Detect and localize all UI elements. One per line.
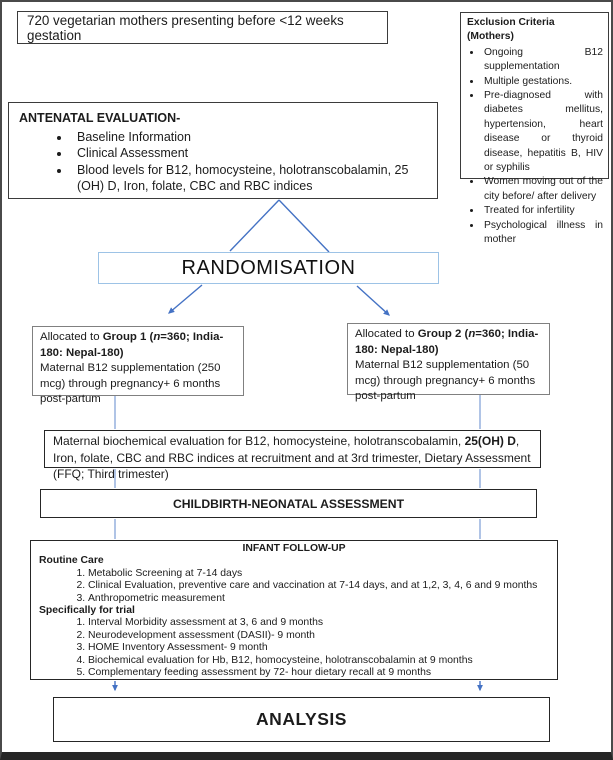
routine-care-heading: Routine Care (39, 555, 104, 567)
maternal-eval-part2: , Iron, folate, CBC and RBC indices at r… (53, 434, 531, 482)
infant-title: INFANT FOLLOW-UP (242, 543, 346, 554)
routine-care-item: Metabolic Screening at 7-14 days (88, 568, 549, 580)
maternal-evaluation-box: Maternal biochemical evaluation for B12,… (44, 430, 541, 481)
exclusion-item: Pre-diagnosed with diabetes mellitus, hy… (482, 89, 603, 175)
antenatal-evaluation-box: ANTENATAL EVALUATION- Baseline Informati… (8, 102, 438, 199)
group1-prefix: Allocated to (40, 331, 103, 343)
merge-line-left (229, 199, 280, 252)
group2-name-open: Group 2 ( (417, 328, 469, 340)
trial-specific-heading: Specifically for trial (39, 605, 135, 617)
group2-allocation-box: Allocated to Group 2 (n=360; India- 180:… (347, 323, 550, 402)
infant-followup-box: INFANT FOLLOW-UP Routine Care Metabolic … (30, 540, 558, 680)
trial-specific-item: Neurodevelopment assessment (DASII)- 9 m… (88, 630, 549, 642)
antenatal-item: Blood levels for B12, homocysteine, holo… (71, 162, 427, 195)
exclusion-criteria-box: Exclusion Criteria (Mothers) Ongoing B12… (460, 12, 609, 245)
exclusion-title: Exclusion Criteria (Mothers) (467, 17, 555, 43)
exclusion-list: Ongoing B12 supplementation Multiple ges… (467, 46, 603, 248)
group1-n-symbol: n (153, 331, 161, 343)
antenatal-list: Baseline Information Clinical Assessment… (19, 129, 427, 195)
childbirth-assessment-box: CHILDBIRTH-NEONATAL ASSESSMENT (40, 489, 537, 518)
group2-name: Group 2 (n=360; India- 180: Nepal-180) (355, 328, 538, 356)
arrow-randomisation-to-group1 (168, 284, 203, 314)
group1-name-open: Group 1 ( (102, 331, 154, 343)
exclusion-item: Treated for infertility (482, 204, 603, 218)
population-box: 720 vegetarian mothers presenting before… (17, 11, 388, 44)
exclusion-item: Women moving out of the city before/ aft… (482, 175, 603, 204)
group1-intervention: Maternal B12 supplementation (250 mcg) t… (40, 362, 221, 405)
population-text: 720 vegetarian mothers presenting before… (27, 12, 344, 43)
maternal-eval-bold: 25(OH) D (464, 434, 516, 448)
trial-specific-item: HOME Inventory Assessment- 9 month (88, 642, 549, 654)
group1-name-rest: =360; India- 180: Nepal-180) (40, 331, 224, 359)
antenatal-title: ANTENATAL EVALUATION- (19, 111, 181, 125)
trial-specific-item: Complementary feeding assessment by 72- … (88, 667, 549, 679)
trial-specific-list: Interval Morbidity assessment at 3, 6 an… (39, 617, 549, 679)
group1-name: Group 1 (n=360; India- 180: Nepal-180) (40, 331, 223, 359)
exclusion-item: Ongoing B12 supplementation (482, 46, 603, 75)
routine-care-list: Metabolic Screening at 7-14 days Clinica… (39, 568, 549, 605)
exclusion-item: Multiple gestations. (482, 75, 603, 89)
childbirth-label: CHILDBIRTH-NEONATAL ASSESSMENT (172, 496, 405, 511)
routine-care-item: Clinical Evaluation, preventive care and… (88, 580, 549, 592)
group1-allocation-box: Allocated to Group 1 (n=360; India- 180:… (32, 326, 244, 405)
group2-name-rest: =360; India- 180: Nepal-180) (355, 328, 539, 356)
group2-intervention: Maternal B12 supplementation (50 mcg) th… (355, 359, 536, 402)
randomisation-box: RANDOMISATION (98, 252, 439, 284)
antenatal-item: Clinical Assessment (71, 145, 427, 162)
randomisation-label: RANDOMISATION (181, 256, 356, 279)
exclusion-item: Psychological illness in mother (482, 219, 603, 248)
antenatal-item: Baseline Information (71, 129, 427, 146)
trial-specific-item: Biochemical evaluation for Hb, B12, homo… (88, 655, 549, 667)
merge-line-right (278, 199, 330, 253)
routine-care-item: Anthropometric measurement (88, 593, 549, 605)
maternal-eval-part1: Maternal biochemical evaluation for B12,… (53, 434, 465, 448)
arrow-randomisation-to-group2 (356, 285, 390, 316)
group2-n-symbol: n (468, 328, 476, 340)
analysis-label: ANALYSIS (256, 709, 347, 729)
trial-specific-item: Interval Morbidity assessment at 3, 6 an… (88, 617, 549, 629)
analysis-box: ANALYSIS (53, 697, 550, 742)
group2-prefix: Allocated to (355, 328, 418, 340)
